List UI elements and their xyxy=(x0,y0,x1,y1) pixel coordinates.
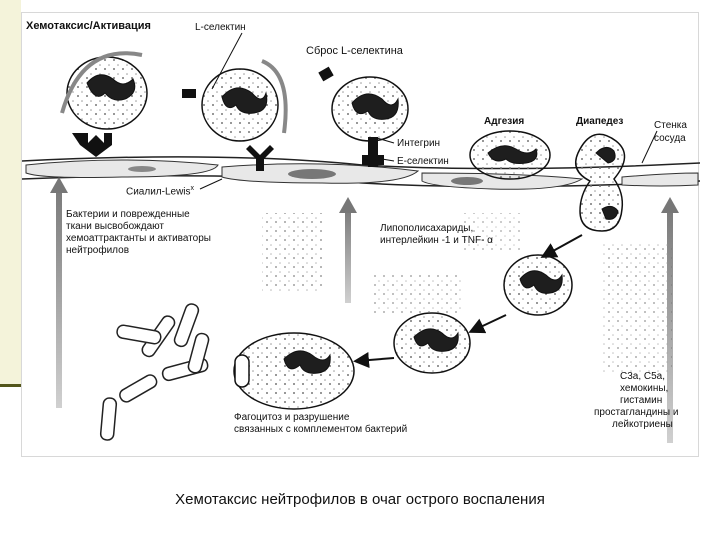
bacteria-text-line-3: хемоаттрактанты и активаторы xyxy=(66,233,211,244)
mediators-line-2: хемокины, xyxy=(620,383,669,394)
phago-text-line-2: связанных с комплементом бактерий xyxy=(234,424,408,435)
mediators-line-1: C3a, C5a, xyxy=(620,371,666,382)
leader-lines xyxy=(199,32,658,190)
slide-caption: Хемотаксис нейтрофилов в очаг острого во… xyxy=(175,491,545,508)
neutrophil-diapedesis xyxy=(575,133,626,232)
label-integrin: Интегрин xyxy=(397,138,441,149)
lps-text-line-1: Липополисахариды, xyxy=(380,223,474,234)
figure-drawing xyxy=(22,32,700,443)
receptors xyxy=(72,66,384,171)
neutrophil-chemotaxis-figure: Хемотаксис/Активация L-селектин Сброс L-… xyxy=(21,12,700,457)
slide-accent-line xyxy=(0,384,21,387)
lps-text-line-2: интерлейкин -1 и TNF- α xyxy=(380,235,493,246)
label-vessel-wall-2: сосуда xyxy=(654,133,686,144)
label-sialyl-lewis: Сиалил-Lewisx xyxy=(126,185,195,198)
mediators-line-4: простагландины и xyxy=(594,407,679,418)
mediators-line-3: гистамин xyxy=(620,395,663,406)
bacteria-text-line-2: ткани высвобождают xyxy=(66,221,165,232)
rolling-arrows xyxy=(60,51,288,134)
label-vessel-wall-1: Стенка xyxy=(654,120,687,131)
mediator-dots xyxy=(262,213,672,373)
header-chemotaxis-activation: Хемотаксис/Активация xyxy=(26,20,151,32)
phago-text-line-1: Фагоцитоз и разрушение xyxy=(234,412,350,423)
neutrophil-phagocyte xyxy=(233,332,355,410)
mediators-line-5: лейкотриены xyxy=(612,419,673,430)
bacteria-text-line-1: Бактерии и поврежденные xyxy=(66,209,190,220)
label-diapedesis: Диапедез xyxy=(576,116,624,127)
label-l-selectin: L-селектин xyxy=(195,22,246,33)
label-l-selectin-shedding: Сброс L-селектина xyxy=(306,45,403,57)
slide-accent-bar xyxy=(0,0,21,385)
label-adhesion: Адгезия xyxy=(484,116,525,127)
migration-arrows xyxy=(353,234,583,369)
label-e-selectin: Е-селектин xyxy=(397,156,449,167)
bacteria xyxy=(99,303,210,441)
bacteria-text-line-4: нейтрофилов xyxy=(66,245,130,256)
vessel-wall xyxy=(22,156,700,190)
neutrophil-cells xyxy=(66,56,626,410)
